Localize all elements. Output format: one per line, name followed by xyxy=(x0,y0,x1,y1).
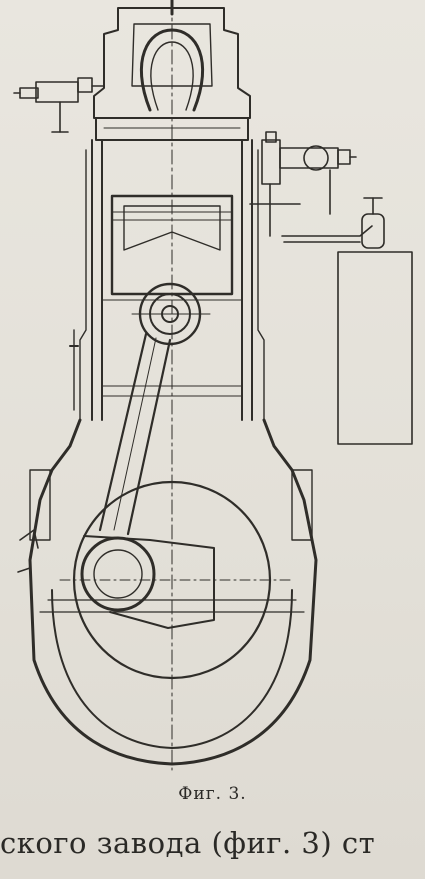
left-fuel-valve xyxy=(13,77,105,133)
cylinder-head xyxy=(93,0,251,141)
figure-caption: Фиг. 3. xyxy=(178,784,247,804)
right-valve-assembly xyxy=(249,131,357,237)
crankcase xyxy=(17,418,318,766)
body-text-line: ского завода (фиг. 3) ст xyxy=(0,826,376,860)
engine-cross-section-drawing xyxy=(13,0,413,771)
lubricator xyxy=(281,197,413,445)
piston xyxy=(110,194,234,296)
connecting-rod xyxy=(98,332,172,536)
crankshaft xyxy=(59,480,291,680)
cylinder-block xyxy=(69,139,265,421)
